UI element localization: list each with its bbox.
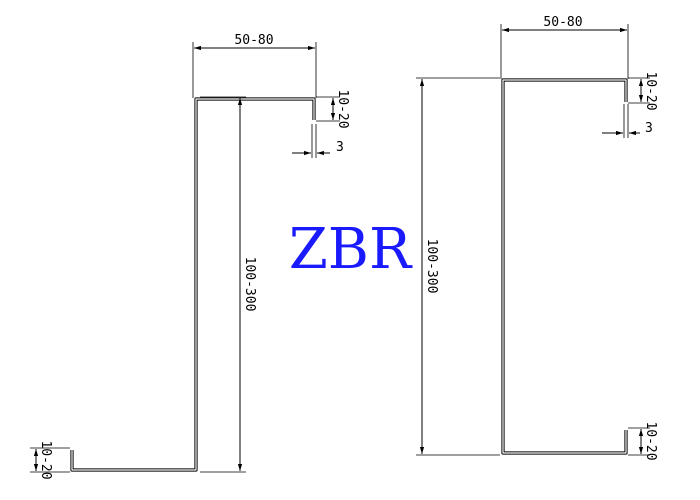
c-width-dimension: 50-80: [500, 15, 629, 79]
c-height-label: 100-300: [424, 239, 439, 294]
z-bottom-lip-label: 10-20: [38, 440, 53, 479]
z-profile: 50-80 10-20 3 100-300: [30, 33, 350, 480]
brand-watermark: ZBR: [289, 217, 413, 282]
z-profile-outline: [70, 97, 316, 472]
c-height-dimension: 100-300: [416, 77, 500, 456]
c-profile-thickness: [502, 79, 627, 454]
z-width-label: 50-80: [234, 33, 273, 48]
z-height-dimension: 100-300: [200, 96, 257, 473]
z-width-dimension: 50-80: [192, 33, 317, 98]
c-bottom-lip-dimension: 10-20: [628, 421, 658, 461]
c-profile: 50-80 10-20 3 100-300: [416, 15, 658, 461]
c-thickness-label: 3: [645, 121, 653, 136]
z-height-label: 100-300: [242, 257, 257, 312]
z-bottom-lip-dimension: 10-20: [30, 440, 70, 480]
c-thickness-dimension: 3: [602, 104, 653, 138]
z-top-lip-dimension: 10-20: [316, 89, 350, 129]
c-profile-outline: [501, 78, 628, 455]
z-thickness-label: 3: [336, 140, 344, 155]
c-bottom-lip-label: 10-20: [643, 421, 658, 460]
z-thickness-dimension: 3: [292, 124, 344, 158]
c-top-lip-label: 10-20: [643, 71, 658, 110]
c-top-lip-dimension: 10-20: [628, 71, 658, 111]
z-profile-thickness: [71, 98, 315, 471]
z-top-lip-label: 10-20: [335, 89, 350, 128]
c-width-label: 50-80: [543, 15, 582, 30]
